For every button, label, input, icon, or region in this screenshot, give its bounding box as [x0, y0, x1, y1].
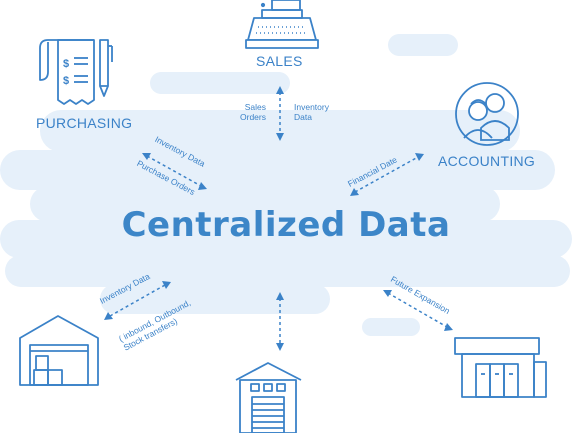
warehouse-icon [19, 315, 99, 386]
flow-text: Data [294, 112, 312, 122]
receipt-pen-icon: $ $ [39, 39, 113, 105]
cash-register-icon [245, 0, 319, 49]
accounting-label: ACCOUNTING [438, 153, 536, 169]
arrow-warehouse [104, 281, 171, 320]
storefront-icon [454, 337, 547, 398]
flow-text: Inventory [294, 102, 329, 112]
arrow-store [383, 290, 453, 331]
people-icon [455, 82, 519, 146]
arrow-garage [276, 292, 284, 351]
svg-text:$: $ [63, 75, 69, 87]
cloud-background [0, 34, 572, 336]
flow-text: Orders [240, 112, 266, 122]
arrow-sales [276, 86, 284, 141]
svg-text:$: $ [63, 58, 69, 70]
arrow-accounting [350, 153, 424, 196]
purchasing-label: PURCHASING [36, 115, 133, 131]
flow-label-sales-orders: Sales Orders [240, 102, 266, 122]
connection-arrows [104, 86, 453, 351]
centralized-data-title: Centralized Data [121, 205, 451, 245]
garage-icon [235, 362, 302, 433]
flow-text: Sales [244, 102, 266, 112]
flow-label-inventory-data: Inventory Data [294, 102, 329, 122]
sales-label: SALES [256, 53, 303, 69]
arrow-purchasing [142, 153, 207, 190]
